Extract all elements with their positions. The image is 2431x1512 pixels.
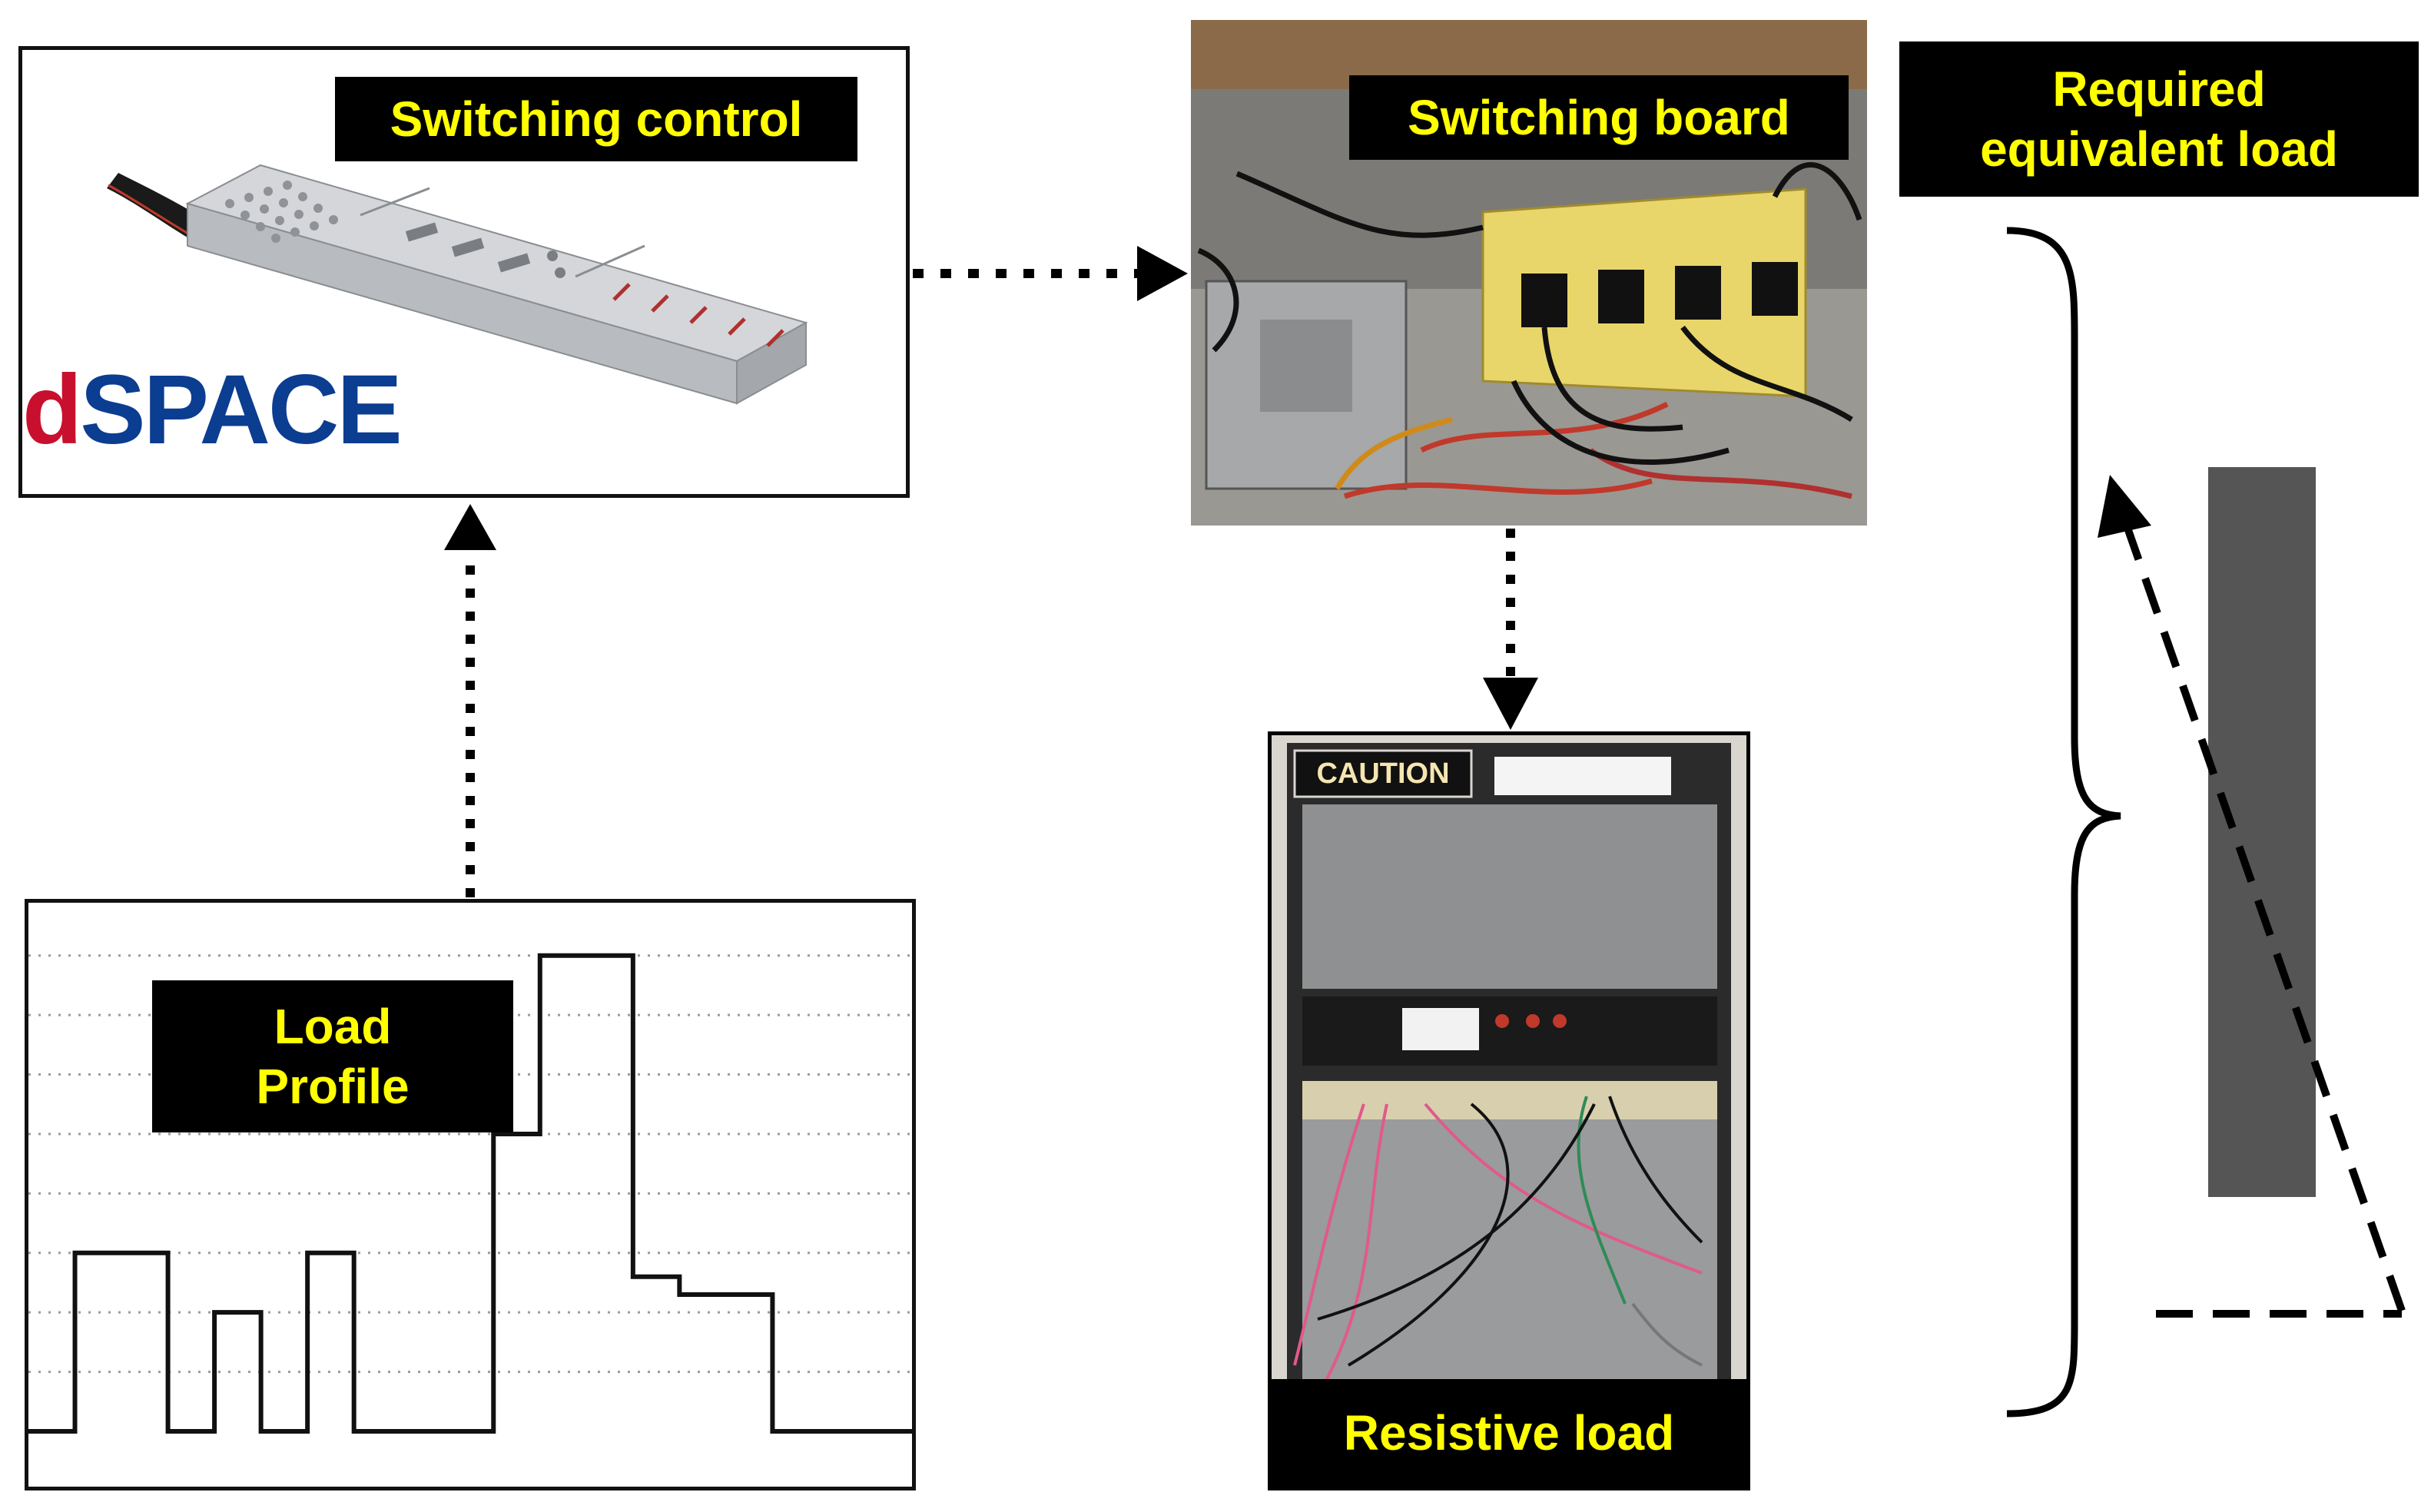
load-profile-line2: Profile — [256, 1059, 410, 1114]
arrowhead-up-icon — [444, 504, 496, 550]
dspace-logo-prefix: d — [22, 355, 82, 465]
arrowhead-right-icon — [1137, 246, 1188, 301]
resistive-load-label: Resistive load — [1272, 1379, 1746, 1487]
caution-sign: CAUTION — [1316, 758, 1449, 790]
load-profile-label: Load Profile — [152, 980, 513, 1132]
required-load-line1: Required — [2052, 61, 2266, 117]
equivalent-load-bar — [2208, 467, 2316, 1197]
triangle-arrowhead-icon — [2098, 475, 2151, 538]
dashed-triangle-hypotenuse — [2124, 529, 2406, 1312]
switching-control-label: Switching control — [335, 77, 857, 161]
load-profile-series-line — [28, 953, 912, 1434]
required-equivalent-load-label: Required equivalent load — [1899, 41, 2419, 197]
dspace-logo: dSPACE — [22, 361, 403, 459]
curly-brace — [2006, 227, 2121, 1418]
dspace-device-image — [107, 164, 808, 405]
resistive-load-photo: CAUTION Resistive load — [1268, 731, 1750, 1490]
load-profile-line1: Load — [274, 998, 392, 1054]
arrowhead-down-icon — [1483, 678, 1538, 730]
required-load-line2: equivalent load — [1980, 121, 2338, 177]
dspace-logo-suffix: SPACE — [80, 355, 402, 465]
switching-board-label: Switching board — [1349, 75, 1849, 160]
